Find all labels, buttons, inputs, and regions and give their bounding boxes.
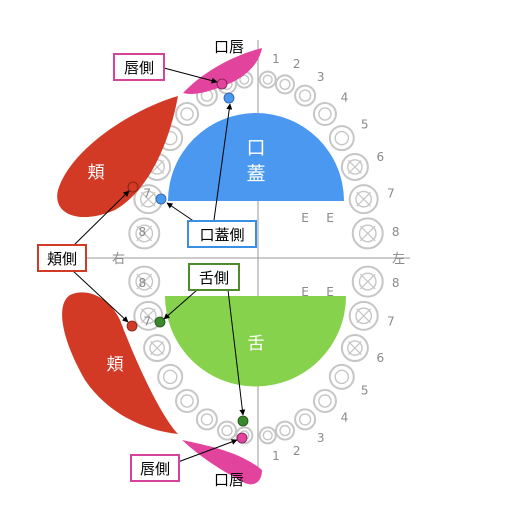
tongue-label: 舌 xyxy=(248,334,265,354)
arrow-buccal-upper xyxy=(71,190,130,248)
tooth-number-lower-right-8: 8 xyxy=(139,276,147,290)
tooth-upper-left-6 xyxy=(340,152,369,181)
tooth-lower-left-8 xyxy=(351,265,384,298)
deciduous-mark-lower-right: E xyxy=(301,285,309,299)
tooth-number-upper-left-8: 8 xyxy=(392,225,400,239)
tooth-upper-left-5 xyxy=(328,125,355,152)
tooth-number-upper-right-8: 8 xyxy=(139,225,147,239)
point-buccal-lower xyxy=(126,320,138,332)
palate-label-top: 口 xyxy=(246,137,265,159)
tooth-upper-left-8 xyxy=(351,217,384,250)
tooth-lower-right-4 xyxy=(175,389,200,414)
lip-lower-label: 口唇 xyxy=(214,471,244,489)
tooth-number-upper-left-5: 5 xyxy=(361,118,369,132)
tooth-number-upper-left-1: 1 xyxy=(272,52,280,66)
callout-lingual: 舌側 xyxy=(188,263,240,291)
lip-upper-label: 口唇 xyxy=(214,38,244,56)
callout-arrows xyxy=(71,67,246,463)
arrow-labial-top xyxy=(163,67,218,84)
tooth-lower-left-5 xyxy=(328,363,355,390)
point-labial-lower xyxy=(236,432,248,444)
tooth-upper-left-4 xyxy=(312,101,337,126)
point-buccal-upper xyxy=(127,181,139,193)
tooth-number-lower-left-4: 4 xyxy=(341,410,349,424)
tooth-number-upper-left-3: 3 xyxy=(317,70,325,84)
callout-buccal: 頬側 xyxy=(37,244,87,272)
tooth-upper-left-2 xyxy=(274,74,295,95)
arrow-lingual-incisor xyxy=(227,289,246,416)
tooth-number-lower-left-1: 1 xyxy=(272,449,280,463)
tooth-number-lower-left-3: 3 xyxy=(317,431,325,445)
arrow-lingual-molar xyxy=(163,289,198,320)
tooth-lower-left-3 xyxy=(294,408,317,431)
tooth-upper-left-3 xyxy=(294,84,317,107)
tooth-lower-right-2 xyxy=(217,420,238,441)
tooth-lower-right-5 xyxy=(157,363,184,390)
arrow-buccal-lower xyxy=(71,269,129,323)
lip-lower xyxy=(182,440,262,485)
tooth-lower-left-1 xyxy=(258,426,277,445)
deciduous-mark-lower-left: E xyxy=(326,285,334,299)
deciduous-mark-upper-right: E xyxy=(301,211,309,225)
svg-text:唇側: 唇側 xyxy=(124,59,154,77)
tooth-lower-left-4 xyxy=(312,389,337,414)
palate-label-bottom: 蓋 xyxy=(246,163,265,185)
tooth-number-lower-left-6: 6 xyxy=(376,351,384,365)
tooth-number-lower-left-5: 5 xyxy=(361,383,369,397)
arrow-labial-bottom xyxy=(177,439,238,463)
arrow-palatal-incisor xyxy=(213,103,233,221)
tooth-number-upper-left-2: 2 xyxy=(293,57,301,71)
tooth-upper-right-8 xyxy=(128,217,161,250)
tooth-lower-left-6 xyxy=(340,334,369,363)
tooth-lower-left-7 xyxy=(348,300,379,331)
svg-text:唇側: 唇側 xyxy=(140,460,170,478)
point-palatal-incisor xyxy=(223,92,235,104)
tooth-lower-right-3 xyxy=(195,408,218,431)
tooth-number-upper-right-7: 7 xyxy=(143,186,151,200)
tooth-number-lower-left-7: 7 xyxy=(387,315,395,329)
tooth-number-upper-left-4: 4 xyxy=(341,91,349,105)
tooth-lower-left-2 xyxy=(274,420,295,441)
palate-region xyxy=(168,113,344,201)
point-palatal-molar xyxy=(155,193,167,205)
tooth-number-lower-left-8: 8 xyxy=(392,276,400,290)
cheek-upper-label: 頬 xyxy=(88,163,105,183)
lip-upper xyxy=(183,48,262,94)
tooth-upper-right-4 xyxy=(175,101,200,126)
callout-labial-bottom: 唇側 xyxy=(130,454,180,482)
label-left: 左 xyxy=(392,252,405,267)
point-lingual-incisor xyxy=(237,415,249,427)
svg-text:口蓋側: 口蓋側 xyxy=(199,226,244,244)
tooth-number-lower-left-2: 2 xyxy=(293,444,301,458)
tooth-upper-left-1 xyxy=(258,70,277,89)
tooth-number-lower-right-7: 7 xyxy=(143,315,151,329)
callout-palatal: 口蓋側 xyxy=(187,220,257,248)
cheek-lower xyxy=(62,292,178,434)
svg-text:舌側: 舌側 xyxy=(199,269,229,287)
tongue-region xyxy=(165,296,346,387)
point-lingual-molar xyxy=(154,316,166,328)
deciduous-mark-upper-left: E xyxy=(326,211,334,225)
tooth-number-upper-left-7: 7 xyxy=(387,186,395,200)
teeth-arch xyxy=(128,70,384,445)
point-labial-upper xyxy=(216,78,228,90)
arrow-palatal-molar xyxy=(166,202,196,223)
cheek-upper xyxy=(57,96,178,218)
tooth-number-upper-left-6: 6 xyxy=(376,150,384,164)
tooth-lower-right-8 xyxy=(128,265,161,298)
cheek-lower-label: 頬 xyxy=(107,355,124,375)
tooth-lower-right-6 xyxy=(143,334,172,363)
callout-labial-top: 唇側 xyxy=(113,53,165,81)
svg-text:頬側: 頬側 xyxy=(47,250,77,268)
label-right: 右 xyxy=(112,252,125,267)
tooth-upper-left-7 xyxy=(348,184,379,215)
